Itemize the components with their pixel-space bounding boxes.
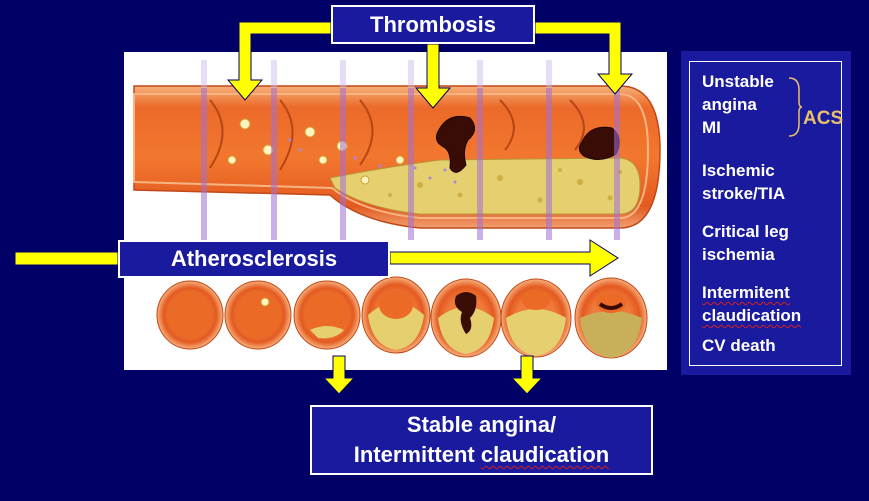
stable-line-1: Stable angina/ [406,412,557,437]
outcome-line: ischemia [702,245,775,264]
plaque-layer [329,157,641,215]
outcome-intermittent-claudication: Intermitent claudication [702,281,801,327]
atherosclerosis-text: Atherosclerosis [170,246,338,271]
stable-line-2: Intermittent claudication [354,440,609,470]
platelet-dots [288,138,457,184]
stable-arrows [322,355,544,395]
section-lines-upper [201,60,620,88]
atherosclerosis-label: Atherosclerosis [118,240,390,278]
outcome-line: Ischemic [702,161,775,180]
cross-sections [156,276,648,359]
plaque-texture [388,168,622,203]
outcome-ischemic-stroke: Ischemic stroke/TIA [702,159,785,205]
artery-folds [209,99,585,171]
atherosclerosis-arrows [14,239,619,277]
outcome-line: angina [702,95,757,114]
outcome-line: MI [702,118,721,137]
stable-line-2-b: claudication [480,442,610,467]
acs-brace [788,77,803,137]
outcome-line: Intermitent [702,283,790,302]
thrombosis-arrows [226,21,634,109]
artery-inner-wall [133,93,650,219]
blood-cells [227,118,405,185]
outcome-line: Critical leg [702,222,789,241]
stable-angina-label: Stable angina/ Intermittent claudication [310,405,653,475]
thrombosis-text: Thrombosis [370,11,496,37]
thrombus-mid [436,115,475,173]
outcome-line: stroke/TIA [702,184,786,203]
outcome-unstable-angina-mi: Unstable angina MI [702,70,774,139]
thrombosis-label: Thrombosis [331,5,535,44]
acs-label: ACS [803,108,844,129]
outcome-line: claudication [702,306,802,325]
outcome-critical-leg-ischemia: Critical leg ischemia [702,220,789,266]
section-lines [201,88,620,240]
stable-line-2-a: Intermittent [353,442,481,467]
outcome-line: Unstable [702,72,774,91]
outcome-list-frame: Unstable angina MI ACS Ischemic stroke/T… [689,61,844,366]
outcome-panel: Unstable angina MI ACS Ischemic stroke/T… [681,51,851,375]
outcome-cv-death: CV death [702,336,776,355]
